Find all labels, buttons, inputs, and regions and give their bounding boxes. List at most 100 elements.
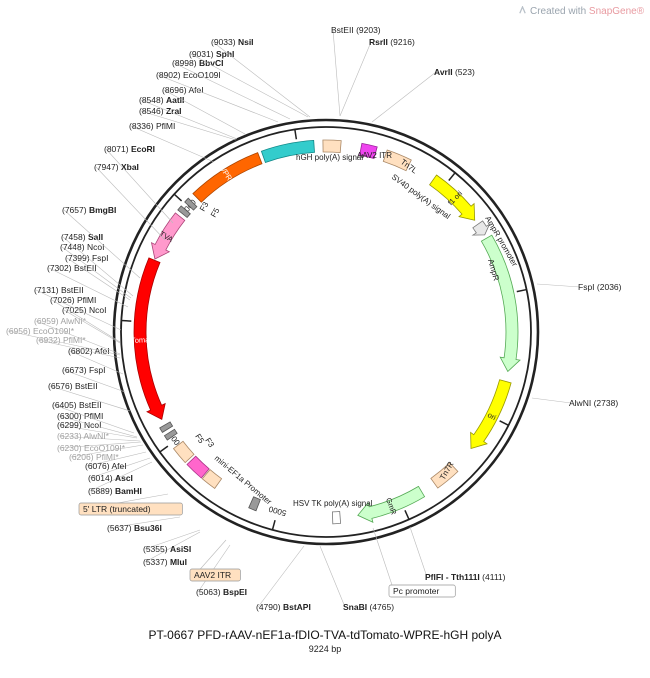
site-connector	[58, 415, 138, 438]
site-position: (2738)	[594, 398, 619, 408]
backbone-outer-circle	[112, 118, 540, 546]
site-asisi[interactable]: (5355) AsiSI	[143, 529, 201, 554]
feature-aav2-itr-left[interactable]	[172, 440, 195, 464]
site-pflmi[interactable]: (6206) PflMI*	[69, 444, 144, 462]
feature-tn7r[interactable]	[430, 462, 459, 489]
site-bstapi[interactable]: (4790) BstAPI	[256, 545, 311, 612]
feature-gmr[interactable]	[357, 485, 426, 524]
site-name: BmgBI	[89, 205, 116, 215]
feature-ampr-promoter[interactable]	[471, 220, 491, 236]
tick-mark	[159, 445, 169, 453]
site-alwni[interactable]: AlwNI (2738)	[531, 397, 619, 408]
feature-f5-right[interactable]	[184, 197, 198, 211]
feature-sv40-poly-a-signal[interactable]	[382, 149, 412, 172]
site-pflmi[interactable]: (6932) PflMI*	[36, 335, 121, 359]
site-position: (5337)	[143, 557, 168, 567]
feature-ori[interactable]	[470, 379, 512, 450]
site-5-ltr-truncated[interactable]: 5' LTR (truncated)	[78, 493, 183, 516]
feature-mini-ef1a-pink[interactable]	[186, 455, 210, 479]
site-label: (7025) NcoI	[62, 305, 106, 315]
site-position: (6673)	[62, 365, 87, 375]
site-bspei[interactable]: (5063) BspEI	[196, 544, 247, 597]
feature-hsv-tk-poly-a-signal[interactable]	[248, 496, 261, 512]
tick-mark	[173, 193, 183, 202]
feature-hgh-poly-a-signal[interactable]	[260, 139, 315, 164]
site-label: (8546) ZraI	[139, 106, 182, 116]
feature-f3-left[interactable]	[163, 428, 178, 441]
site-connector	[51, 299, 121, 343]
site-ncoi[interactable]: (7448) NcoI	[60, 242, 132, 299]
site-label: AvrII (523)	[434, 67, 475, 77]
site-bsu36i[interactable]: (5637) Bsu36I	[107, 516, 181, 533]
site-pflmi[interactable]: (7026) PflMI	[50, 295, 121, 343]
site-bbvci[interactable]: (8998) BbvCI	[172, 58, 291, 120]
site-fspi[interactable]: FspI (2036)	[536, 282, 622, 292]
site-nsii[interactable]: (9033) NsiI	[211, 37, 311, 118]
site-ncoi[interactable]: (7025) NcoI	[62, 305, 121, 344]
site-label: (7458) SalI	[61, 232, 103, 242]
site-pc-promoter[interactable]: Pc promoter	[372, 527, 456, 598]
site-connector	[63, 369, 126, 393]
site-asci[interactable]: (6014) AscI	[88, 457, 151, 483]
site-bsteii[interactable]: (7131) BstEII	[34, 285, 122, 331]
site-rsrii[interactable]: RsrII (9216)	[339, 37, 415, 117]
feature-f3-right[interactable]	[177, 205, 191, 219]
site-avrii[interactable]: AvrII (523)	[371, 67, 475, 123]
site-alwni[interactable]: (6959) AlwNI*	[34, 316, 121, 355]
site-position: (6300)	[57, 411, 82, 421]
site-afei[interactable]: (6076) AfeI	[85, 451, 147, 471]
tick-mark	[516, 288, 527, 293]
site-ecoo109i[interactable]: (6230) EcoO109I*	[57, 441, 142, 453]
site-bsteii[interactable]: BstEII (9203)	[331, 25, 381, 117]
feature-pc-promoter[interactable]	[331, 511, 342, 525]
site-bsteii[interactable]: (6405) BstEII	[52, 400, 135, 434]
site-aatii[interactable]: (8548) AatII	[139, 95, 238, 140]
feature-mini-ef1a-promoter[interactable]	[201, 469, 223, 489]
site-bsteii[interactable]: (7302) BstEII	[47, 263, 129, 308]
site-position: (7458)	[61, 232, 86, 242]
site-name: EcoO109I*	[33, 326, 75, 336]
site-bamhi[interactable]: (5889) BamHI	[88, 461, 153, 496]
site-ecoo109i[interactable]: (8902) EcoO109I	[156, 70, 279, 123]
site-xbai[interactable]: (7947) XbaI	[94, 162, 166, 241]
site-connector	[409, 526, 428, 578]
site-name: BbvCI	[199, 58, 224, 68]
site-pflmi[interactable]: (8336) PflMI	[129, 121, 215, 163]
site-name: PflMI	[156, 121, 175, 131]
site-connector	[130, 125, 215, 163]
site-box	[78, 502, 183, 516]
site-fspi[interactable]: (6673) FspI	[62, 365, 126, 393]
site-pflfi-tth111i[interactable]: PflFI - Tth111I (4111)	[409, 526, 506, 582]
site-zrai[interactable]: (8546) ZraI	[139, 106, 237, 141]
site-connector	[531, 397, 572, 404]
site-sali[interactable]: (7458) SalI	[61, 232, 134, 297]
feature-wpre[interactable]	[192, 152, 263, 203]
site-alwni[interactable]: (6233) AlwNI*	[57, 431, 141, 442]
site-pflmi[interactable]: (6300) PflMI	[57, 411, 138, 438]
site-ecori[interactable]: (8071) EcoRI	[104, 144, 174, 224]
feature-ampr[interactable]	[480, 234, 521, 373]
feature-tva[interactable]	[150, 212, 186, 260]
site-position: (6233)	[57, 431, 82, 441]
inner-feature-label: AAV2 ITR	[357, 151, 392, 160]
site-name: AlwNI*	[60, 316, 86, 326]
site-label: (8336) PflMI	[129, 121, 175, 131]
site-label: (5337) MluI	[143, 557, 187, 567]
site-sphi[interactable]: (9031) SphI	[189, 49, 309, 118]
site-position: (9203)	[356, 25, 381, 35]
feature-tn7l[interactable]	[359, 142, 378, 159]
site-snabi[interactable]: SnaBI (4765)	[319, 545, 394, 612]
site-ecoo109i[interactable]: (6956) EcoO109I*	[6, 326, 121, 356]
site-position: (6014)	[88, 473, 113, 483]
feature-tdtomato[interactable]	[133, 257, 166, 420]
site-bmgbi[interactable]: (7657) BmgBI	[62, 205, 141, 279]
feature-f1-ori[interactable]	[429, 174, 476, 221]
site-bsteii[interactable]: (6576) BstEII	[48, 381, 131, 412]
site-position: (6802)	[68, 346, 93, 356]
site-aav2-itr[interactable]: AAV2 ITR	[189, 539, 241, 582]
site-mlui[interactable]: (5337) MluI	[143, 531, 201, 567]
feature-f5-left[interactable]	[159, 421, 174, 433]
site-connector	[339, 41, 372, 117]
site-position: (7302)	[47, 263, 72, 273]
feature-aav2-itr-right[interactable]	[322, 139, 342, 154]
